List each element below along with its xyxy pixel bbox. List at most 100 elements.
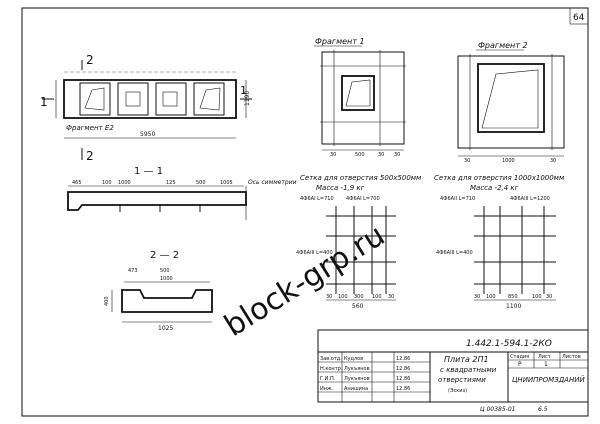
- svg-text:12.86: 12.86: [396, 386, 410, 392]
- plan-slab-outline: [63, 79, 237, 119]
- svg-text:Анишина: Анишина: [344, 386, 368, 392]
- document-code: 1.442.1-594.1-2КО: [466, 339, 552, 349]
- svg-text:300: 300: [354, 294, 364, 300]
- plan-mesh-3: [162, 91, 178, 107]
- title-block: 1.442.1-594.1-2КО Зав.отд. Н.контр. Г.И.…: [317, 329, 589, 403]
- svg-text:Стадия: Стадия: [510, 354, 529, 360]
- svg-text:Лукъянов: Лукъянов: [344, 366, 370, 372]
- section-2-2-profile: [121, 289, 213, 313]
- section-1-mark-left: 1: [40, 95, 48, 109]
- fragment-1-opening: [341, 75, 375, 111]
- svg-text:100: 100: [532, 294, 542, 300]
- plan-height-dim: 1190: [244, 91, 251, 106]
- svg-text:12.86: 12.86: [396, 366, 410, 372]
- sheet-frame: [21, 7, 589, 417]
- svg-text:30: 30: [550, 158, 556, 164]
- svg-text:(Эскиз): (Эскиз): [448, 388, 467, 394]
- svg-text:4Ф6АIII L=1200: 4Ф6АIII L=1200: [510, 196, 550, 202]
- svg-text:Лист: Лист: [538, 354, 551, 360]
- svg-text:400: 400: [104, 296, 110, 306]
- svg-text:100: 100: [486, 294, 496, 300]
- svg-text:Инж.: Инж.: [320, 386, 334, 392]
- section-1-1: 1 — 1 465 100 1000 125 500 1005 Ось симм…: [67, 166, 297, 220]
- fragment-1-title: Фрагмент 1: [315, 37, 365, 46]
- section-1-mark-right: 1: [240, 84, 247, 97]
- svg-text:100: 100: [372, 294, 382, 300]
- fragment-2: Фрагмент 2 30 1000 30: [457, 41, 565, 164]
- plan-mesh-1: [84, 87, 105, 111]
- svg-text:1000: 1000: [502, 158, 515, 164]
- organization: ЦНИИПРОМЗДАНИЙ: [512, 375, 585, 384]
- section-2-mark-top: 2: [86, 53, 94, 67]
- sheet-number-box: [569, 7, 589, 25]
- svg-text:30: 30: [326, 294, 332, 300]
- svg-text:560: 560: [352, 303, 364, 310]
- svg-text:4Ф6АIII L=400: 4Ф6АIII L=400: [296, 250, 333, 256]
- section-2-2-title: 2 — 2: [150, 250, 179, 261]
- svg-text:1005: 1005: [220, 180, 233, 186]
- mesh-2-mass: Масса -2,4 кг: [470, 184, 519, 192]
- svg-text:30: 30: [378, 152, 384, 158]
- svg-text:с квадратными: с квадратными: [440, 366, 497, 374]
- plan-opening-4: [193, 82, 225, 116]
- svg-text:4Ф6АII L=710: 4Ф6АII L=710: [440, 196, 475, 202]
- plan-view: 1 1 2 2 Фрагмент Е2 5950 1190: [40, 53, 252, 163]
- plan-fragment-label: Фрагмент Е2: [66, 124, 114, 132]
- plan-opening-1: [79, 82, 111, 116]
- fragment-2-title: Фрагмент 2: [478, 41, 528, 50]
- section-2-mark-bottom: 2: [86, 149, 94, 163]
- svg-text:1025: 1025: [158, 325, 173, 332]
- plan-opening-3: [155, 82, 187, 116]
- svg-text:1000: 1000: [118, 180, 131, 186]
- svg-text:Н.контр.: Н.контр.: [320, 366, 343, 372]
- svg-text:Г.И.П.: Г.И.П.: [320, 376, 336, 382]
- svg-text:500: 500: [355, 152, 365, 158]
- svg-text:500: 500: [196, 180, 206, 186]
- svg-text:12.86: 12.86: [396, 376, 410, 382]
- mesh-1000: Сетка для отверстия 1000x1000мм Масса -2…: [434, 174, 565, 310]
- mesh-1-mass: Масса -1,9 кг: [316, 184, 365, 192]
- svg-text:12.86: 12.86: [396, 356, 410, 362]
- svg-text:500: 500: [160, 268, 170, 274]
- svg-text:30: 30: [546, 294, 552, 300]
- fragment-1-mesh: [345, 79, 371, 107]
- watermark: block-grp.ru: [218, 218, 391, 344]
- plan-mesh-2: [125, 91, 141, 107]
- svg-text:4Ф6АI L=700: 4Ф6АI L=700: [346, 196, 380, 202]
- svg-text:125: 125: [166, 180, 176, 186]
- svg-text:4Ф6АI L=710: 4Ф6АI L=710: [300, 196, 334, 202]
- plan-opening-2: [117, 82, 149, 116]
- plan-length-dim: 5950: [140, 131, 155, 138]
- svg-text:30: 30: [388, 294, 394, 300]
- svg-text:отверстиями: отверстиями: [438, 376, 486, 384]
- fragment-2-opening: [477, 63, 545, 133]
- mesh-500: Сетка для отверстия 500x500мм Масса -1,9…: [296, 174, 422, 310]
- fragment-1-outline: [321, 51, 405, 145]
- svg-text:100: 100: [102, 180, 112, 186]
- sheet-number: 64: [573, 13, 585, 23]
- svg-text:473: 473: [128, 268, 138, 274]
- svg-text:30: 30: [464, 158, 470, 164]
- svg-text:100: 100: [338, 294, 348, 300]
- svg-text:850: 850: [508, 294, 518, 300]
- svg-text:1: 1: [544, 361, 548, 368]
- svg-text:Лукъянов: Лукъянов: [344, 376, 370, 382]
- symmetry-axis-note: Ось симметрии: [248, 179, 297, 186]
- section-2-2: 2 — 2 473 500 1000 400 1025: [104, 250, 213, 332]
- svg-text:1100: 1100: [506, 303, 521, 310]
- footer-stamp: Ц 00385-01: [480, 406, 515, 413]
- svg-text:465: 465: [72, 180, 82, 186]
- fragment-2-outline: [457, 55, 565, 149]
- section-1-1-title: 1 — 1: [134, 166, 163, 177]
- section-1-1-profile: [67, 191, 247, 211]
- svg-text:1000: 1000: [160, 276, 173, 282]
- svg-text:Зав.отд.: Зав.отд.: [320, 356, 342, 362]
- svg-text:Листов: Листов: [562, 354, 581, 360]
- svg-text:30: 30: [474, 294, 480, 300]
- mesh-1-title: Сетка для отверстия 500x500мм: [300, 174, 422, 182]
- svg-text:Р: Р: [518, 361, 522, 368]
- plan-mesh-4: [199, 87, 221, 111]
- fragment-1: Фрагмент 1 30 500 30 30: [314, 37, 406, 158]
- fragment-2-mesh: [481, 69, 539, 129]
